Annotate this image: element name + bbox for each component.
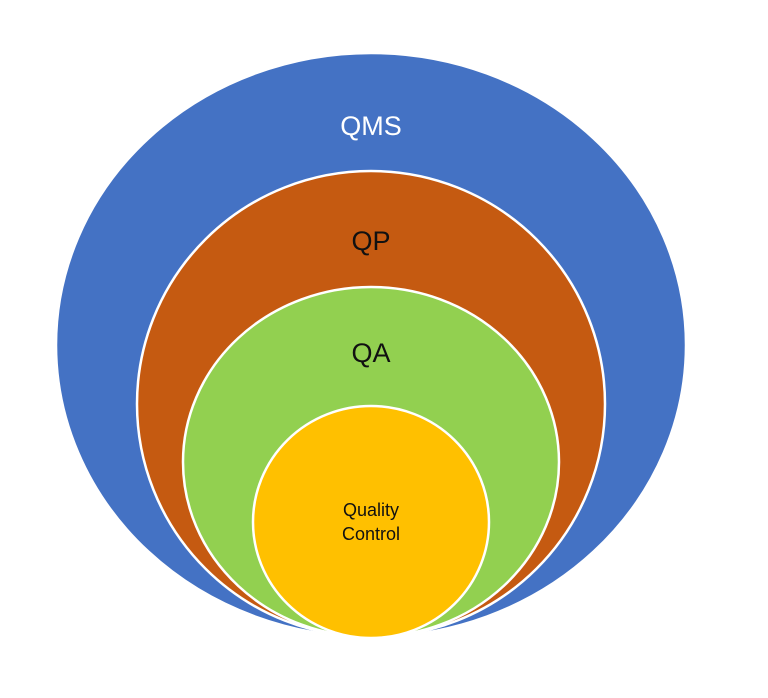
qp-label: QP xyxy=(351,226,390,256)
quality-control-label-line-1: Quality xyxy=(343,500,399,520)
quality-control-label-line-2: Control xyxy=(342,524,400,544)
quality-control-circle xyxy=(251,404,491,640)
qa-label: QA xyxy=(351,338,390,368)
qms-label: QMS xyxy=(340,111,402,141)
